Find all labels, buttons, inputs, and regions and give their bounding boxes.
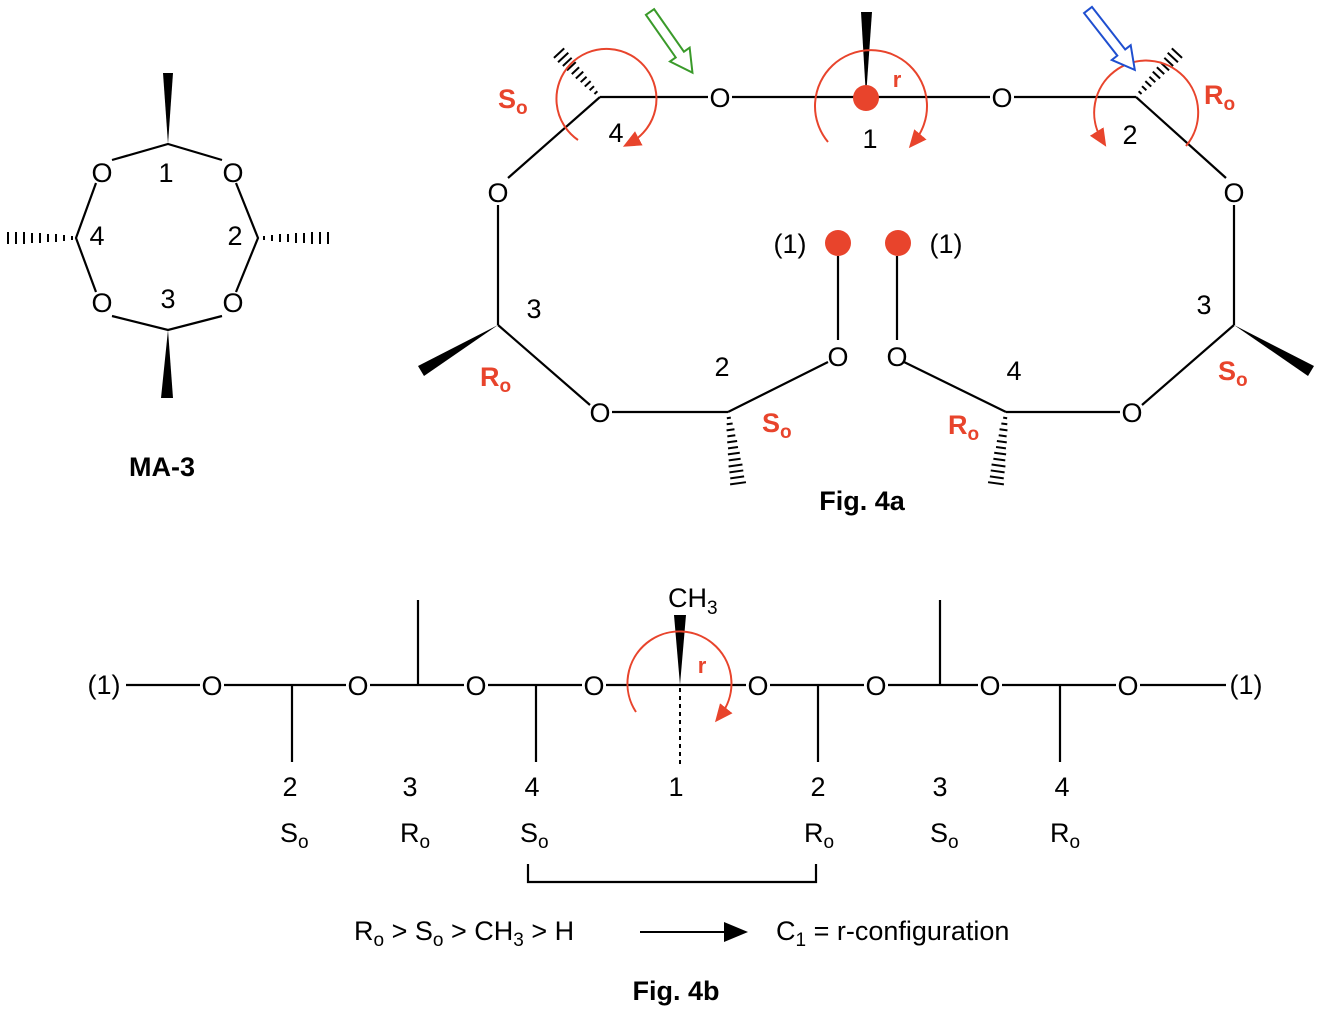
ma3-structure: O O O O 1 2 3 4 MA-3 [7,73,329,482]
fig4b-methyl: CH3 [668,583,718,619]
fig4b-wedge-1 [674,615,686,685]
fig4a-descriptor-bottom-right: Ro [948,410,979,445]
fig4a-wedge-3-right [1234,325,1314,376]
fig4b-oxygen: O [583,671,604,701]
fig4b-structure: O O O O O O O O (1) (1) CH3 r 2 3 4 1 2 … [88,583,1263,1006]
fig4b-position-label: 2 [810,772,825,802]
fig4b-end-label: (1) [88,670,121,700]
fig4b-descriptor: So [280,818,309,853]
fig4b-descriptor: So [930,818,959,853]
fig4a-hash-4 [553,47,599,95]
fig4b-oxygen: O [201,671,222,701]
ma3-oxygen: O [91,288,112,318]
fig4a-link-dot [825,230,851,256]
ma3-oxygen: O [222,288,243,318]
fig4a-link-dot [885,230,911,256]
ma3-oxygen: O [91,158,112,188]
fig4a-position-label: 3 [526,294,541,324]
fig4a-wedge-1 [861,12,872,97]
fig4b-priority-order: Ro > So > CH3 > H [354,916,574,951]
ma3-wedge-3 [161,330,173,398]
fig4b-descriptor: Ro [804,818,834,853]
fig4b-position-label: 1 [668,772,683,802]
fig4b-position-label: 2 [282,772,297,802]
fig4a-position-label: 2 [1122,120,1137,150]
fig4a-green-arrow [644,7,694,75]
fig4a-descriptor-top-left: So [498,84,528,119]
fig4b-position-label: 4 [524,772,539,802]
fig4a-descriptor-top-right: Ro [1204,80,1235,115]
ma3-wedge-1 [163,73,173,144]
fig4a-oxygen: O [886,342,907,372]
fig4b-oxygen: O [347,671,368,701]
fig4a-oxygen: O [827,342,848,372]
fig4a-pseudo-r: r [893,67,902,92]
fig4b-rotation-arrow [626,630,733,723]
fig4a-descriptor-right: So [1218,356,1248,391]
fig4b-oxygen: O [747,671,768,701]
ma3-hash-4 [7,232,73,244]
fig4a-wedge-3-left [418,325,498,376]
fig4a-rotation-arrow-1 [814,49,928,149]
fig4b-pseudo-r: r [698,653,707,678]
fig4a-oxygen: O [487,178,508,208]
fig4b-end-label: (1) [1230,670,1263,700]
fig4b-result: C1 = r-configuration [776,916,1009,951]
fig4b-position-label: 3 [402,772,417,802]
fig4b-oxygen: O [465,671,486,701]
ma3-position-label: 3 [160,284,175,314]
ma3-position-label: 2 [227,221,242,251]
fig4a-caption: Fig. 4a [819,486,906,516]
fig4b-bracket [526,864,818,884]
ma3-position-label: 4 [89,221,104,251]
fig4a-oxygen: O [589,398,610,428]
fig4b-descriptor: Ro [1050,818,1080,853]
fig4a-hash-4-bottom [987,416,1008,486]
fig4b-descriptor: So [520,818,549,853]
fig4a-descriptor-bottom-left: So [762,408,792,443]
fig4a-position-label: 2 [714,352,729,382]
fig4a-link-label: (1) [774,229,807,259]
fig4a-rotation-arrow-4 [555,47,658,147]
fig4b-oxygen-row [200,672,1140,698]
fig4b-descriptor: Ro [400,818,430,853]
fig4a-position-label: 3 [1196,290,1211,320]
fig4a-descriptor-left: Ro [480,362,511,397]
fig4b-oxygen: O [1117,671,1138,701]
ma3-position-label: 1 [158,158,173,188]
fig4b-oxygen: O [979,671,1000,701]
ma3-oxygen: O [222,158,243,188]
fig4b-oxygen: O [865,671,886,701]
fig4a-oxygen: O [709,83,730,113]
fig4a-structure: O O O O O O O O 1 2 4 3 2 3 4 (1) (1) r … [418,5,1314,516]
fig4a-rotation-arrow-2 [1089,59,1200,147]
fig4a-oxygen: O [991,83,1012,113]
ma3-hash-2 [263,232,329,244]
fig4a-oxygen: O [1121,398,1142,428]
fig4b-position-label: 3 [932,772,947,802]
fig4a-oxygen: O [1223,178,1244,208]
fig4a-blue-arrow [1082,5,1137,72]
fig4a-position-label: 4 [1006,356,1021,386]
fig4b-position-label: 4 [1054,772,1069,802]
fig4a-stereocenter-dot [853,85,879,111]
fig4b-caption: Fig. 4b [633,976,720,1006]
fig4a-hash-2 [1137,47,1183,95]
fig4a-position-label: 1 [862,124,877,154]
fig4a-link-label: (1) [930,229,963,259]
fig4a-position-label: 4 [608,118,623,148]
fig4a-hash-2-bottom [726,416,747,486]
ma3-title: MA-3 [129,452,195,482]
